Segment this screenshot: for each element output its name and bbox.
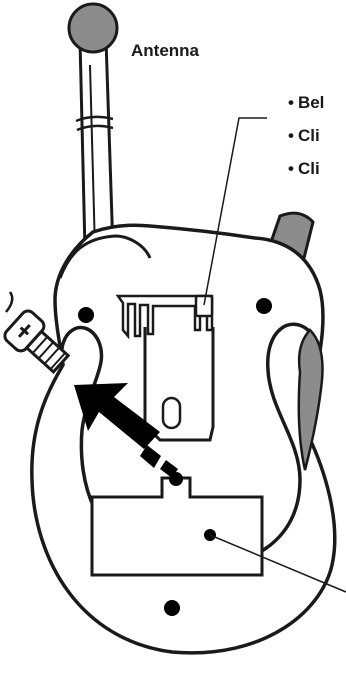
bullet-text: Cli [298, 126, 320, 145]
bullet-marker: • [288, 93, 294, 112]
screw-motion-mark [6, 292, 12, 312]
antenna-label: Antenna [131, 41, 199, 61]
bullet-text: Bel [298, 93, 324, 112]
screw-hole [164, 600, 180, 616]
bullet-item: •Cli [288, 126, 320, 146]
screw-hole [78, 307, 94, 323]
antenna-knob [69, 4, 117, 52]
bullet-item: •Cli [288, 159, 320, 179]
bullet-marker: • [288, 159, 294, 178]
screw-hole [256, 298, 272, 314]
antenna [69, 4, 117, 250]
bullet-marker: • [288, 126, 294, 145]
bullet-item: •Bel [288, 93, 324, 113]
side-grip [299, 330, 323, 470]
bullet-text: Cli [298, 159, 320, 178]
